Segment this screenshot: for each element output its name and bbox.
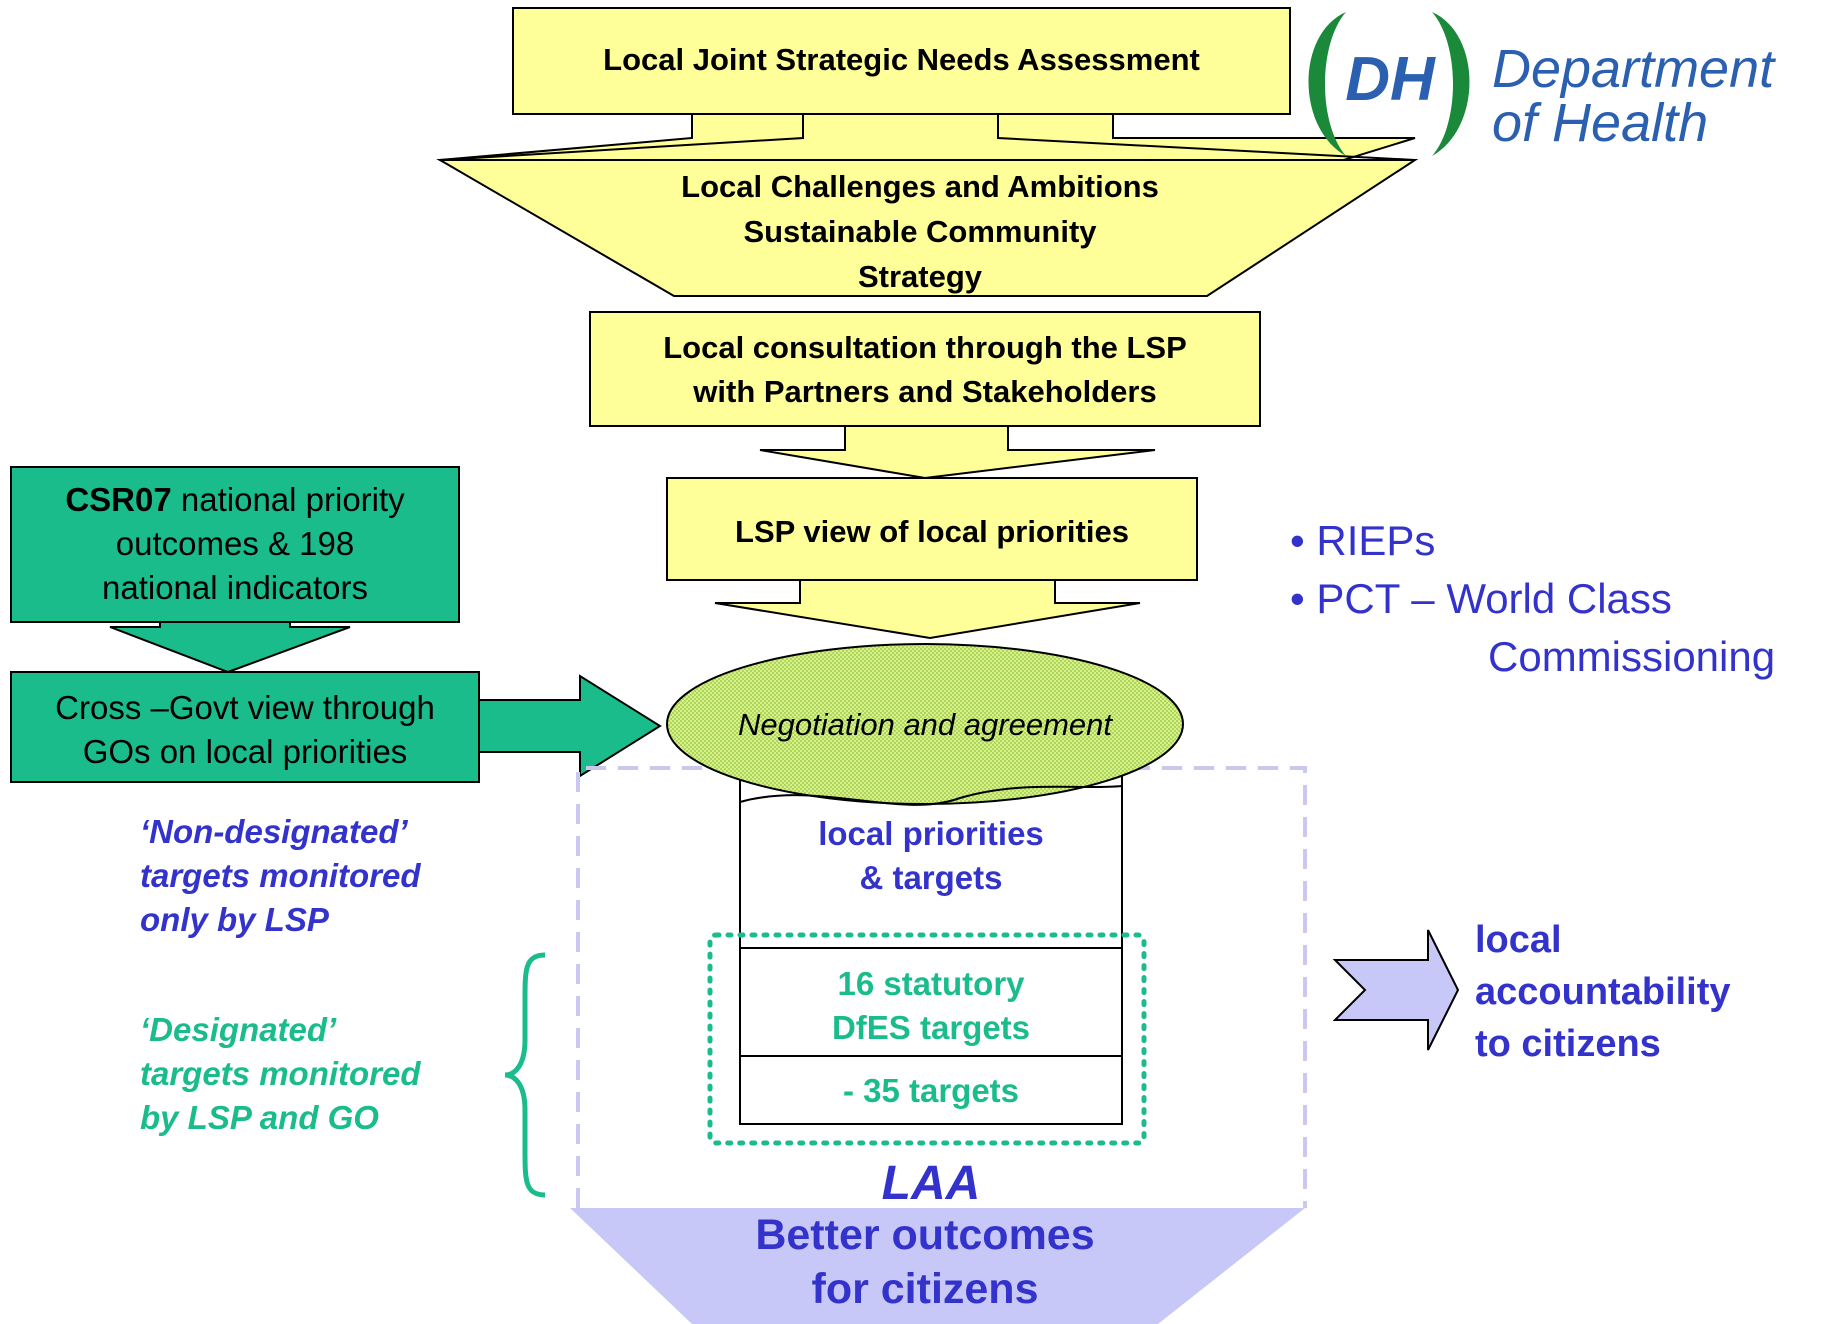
designated-line-2: targets monitored bbox=[140, 1055, 421, 1092]
csr07-line-1-rest: national priority bbox=[171, 481, 405, 518]
statutory-line-1: 16 statutory bbox=[837, 965, 1025, 1002]
jsna-label: Local Joint Strategic Needs Assessment bbox=[603, 42, 1200, 77]
accountability-label: local accountability to citizens bbox=[1475, 914, 1815, 1070]
outcome-line-1: Better outcomes bbox=[755, 1211, 1095, 1259]
bullet-item-pct-text: PCT – World Class bbox=[1316, 575, 1672, 622]
csr07-line-1: CSR07 national priority bbox=[11, 478, 459, 522]
designated-frame bbox=[707, 932, 1147, 1146]
challenges-line-2: Sustainable Community bbox=[743, 214, 1097, 249]
non-designated-label: ‘Non-designated’ targets monitored only … bbox=[140, 810, 500, 942]
cross-govt-box bbox=[10, 671, 480, 783]
csr07-bold: CSR07 bbox=[65, 481, 172, 518]
non-designated-line-2: targets monitored bbox=[140, 857, 421, 894]
outcome-trapezoid bbox=[570, 1208, 1305, 1324]
accountability-line-3: to citizens bbox=[1475, 1023, 1661, 1065]
csr07-box bbox=[10, 466, 460, 623]
dh-logo-mark: DH bbox=[1345, 45, 1435, 114]
cross-govt-label: Cross –Govt view through GOs on local pr… bbox=[11, 686, 479, 774]
consultation-box bbox=[589, 311, 1261, 427]
targets-35-box bbox=[739, 1055, 1123, 1125]
bullet-item-pct-cont: Commissioning bbox=[1488, 633, 1776, 680]
outcome-label: Better outcomes for citizens bbox=[692, 1208, 1158, 1316]
csr07-line-3: national indicators bbox=[102, 569, 368, 606]
negotiation-label: Negotiation and agreement bbox=[738, 707, 1112, 742]
cross-govt-arrow bbox=[478, 674, 662, 778]
accountability-line-1: local bbox=[1475, 919, 1562, 961]
non-designated-line-3: only by LSP bbox=[140, 901, 329, 938]
csr07-arrow bbox=[109, 621, 351, 674]
cross-govt-line-1: Cross –Govt view through bbox=[55, 689, 435, 726]
lsp-view-label: LSP view of local priorities bbox=[735, 514, 1129, 549]
dh-logo-line-1: Department bbox=[1492, 39, 1775, 99]
dh-logo bbox=[1308, 12, 1470, 156]
designated-line-3: by LSP and GO bbox=[140, 1099, 379, 1136]
challenges-line-1: Local Challenges and Ambitions bbox=[681, 169, 1159, 204]
consultation-line-2: with Partners and Stakeholders bbox=[693, 374, 1157, 409]
lsp-view-arrow bbox=[714, 579, 1141, 640]
accountability-arrow bbox=[1332, 929, 1460, 1051]
csr07-line-2: outcomes & 198 bbox=[115, 525, 355, 562]
bullet-item-rieps-text: RIEPs bbox=[1316, 517, 1436, 564]
challenges-trapezoid bbox=[436, 159, 1419, 297]
bullet-item-rieps: • RIEPs bbox=[1290, 517, 1436, 564]
consultation-label: Local consultation through the LSP with … bbox=[590, 326, 1260, 414]
designated-label: ‘Designated’ targets monitored by LSP an… bbox=[140, 1008, 500, 1140]
designated-line-1: ‘Designated’ bbox=[140, 1011, 337, 1048]
bullet-list: • RIEPs • PCT – World Class Commissionin… bbox=[1290, 512, 1820, 686]
accountability-line-2: accountability bbox=[1475, 971, 1731, 1013]
statutory-label: 16 statutory DfES targets bbox=[740, 962, 1122, 1050]
local-priorities-line-2: & targets bbox=[859, 859, 1003, 896]
dh-logo-swoosh bbox=[1308, 12, 1346, 156]
laa-label: LAA bbox=[881, 1157, 981, 1210]
bullet-item-pct: • PCT – World Class bbox=[1290, 575, 1672, 622]
dh-logo-line-2: of Health bbox=[1492, 93, 1709, 153]
jsna-box bbox=[512, 7, 1291, 115]
challenges-label: Local Challenges and Ambitions Sustainab… bbox=[560, 164, 1280, 299]
statutory-line-2: DfES targets bbox=[831, 1009, 1031, 1046]
non-designated-line-1: ‘Non-designated’ bbox=[140, 813, 408, 850]
csr07-label: CSR07 national priority outcomes & 198 n… bbox=[11, 478, 459, 610]
local-priorities-label: local priorities & targets bbox=[740, 812, 1122, 900]
consultation-arrow bbox=[759, 425, 1156, 480]
statutory-box bbox=[739, 947, 1123, 1057]
outcome-line-2: for citizens bbox=[811, 1265, 1039, 1313]
cross-govt-line-2: GOs on local priorities bbox=[82, 733, 408, 770]
consultation-line-1: Local consultation through the LSP bbox=[663, 330, 1187, 365]
designated-brace bbox=[504, 952, 546, 1198]
challenges-line-3: Strategy bbox=[857, 259, 983, 294]
dh-logo-text: Department of Health bbox=[1492, 42, 1822, 150]
targets-35-label: - 35 targets bbox=[842, 1072, 1020, 1109]
local-priorities-line-1: local priorities bbox=[818, 815, 1044, 852]
